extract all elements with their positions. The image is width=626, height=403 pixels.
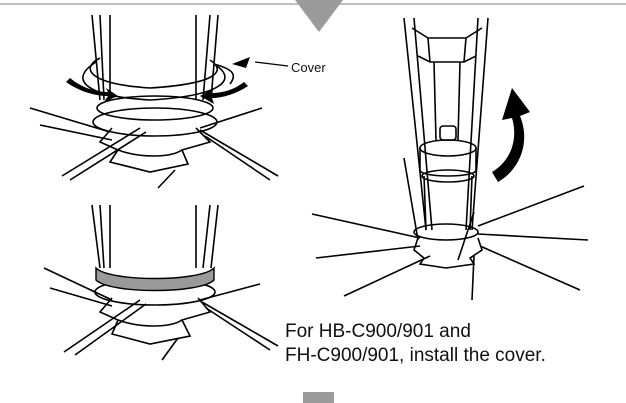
top-left-panel (29, 14, 279, 189)
cover-leader (254, 61, 289, 67)
caption: For HB-C900/901 and FH-C900/901, install… (285, 320, 546, 368)
rotate-left-arrow (66, 78, 118, 102)
top-pointer-triangle (295, 0, 343, 32)
bottom-pointer (303, 392, 334, 403)
cover-label: Cover (291, 60, 326, 75)
installed-cover-band (95, 266, 215, 292)
right-panel (311, 17, 589, 301)
bottom-left-panel (43, 204, 279, 361)
rotate-right-arrow (200, 82, 248, 104)
caption-line-2: FH-C900/901, install the cover. (285, 345, 546, 366)
tighten-up-arrow (492, 88, 530, 182)
caption-line-1: For HB-C900/901 and (285, 321, 471, 342)
cover-leader-arrowhead (232, 57, 250, 68)
